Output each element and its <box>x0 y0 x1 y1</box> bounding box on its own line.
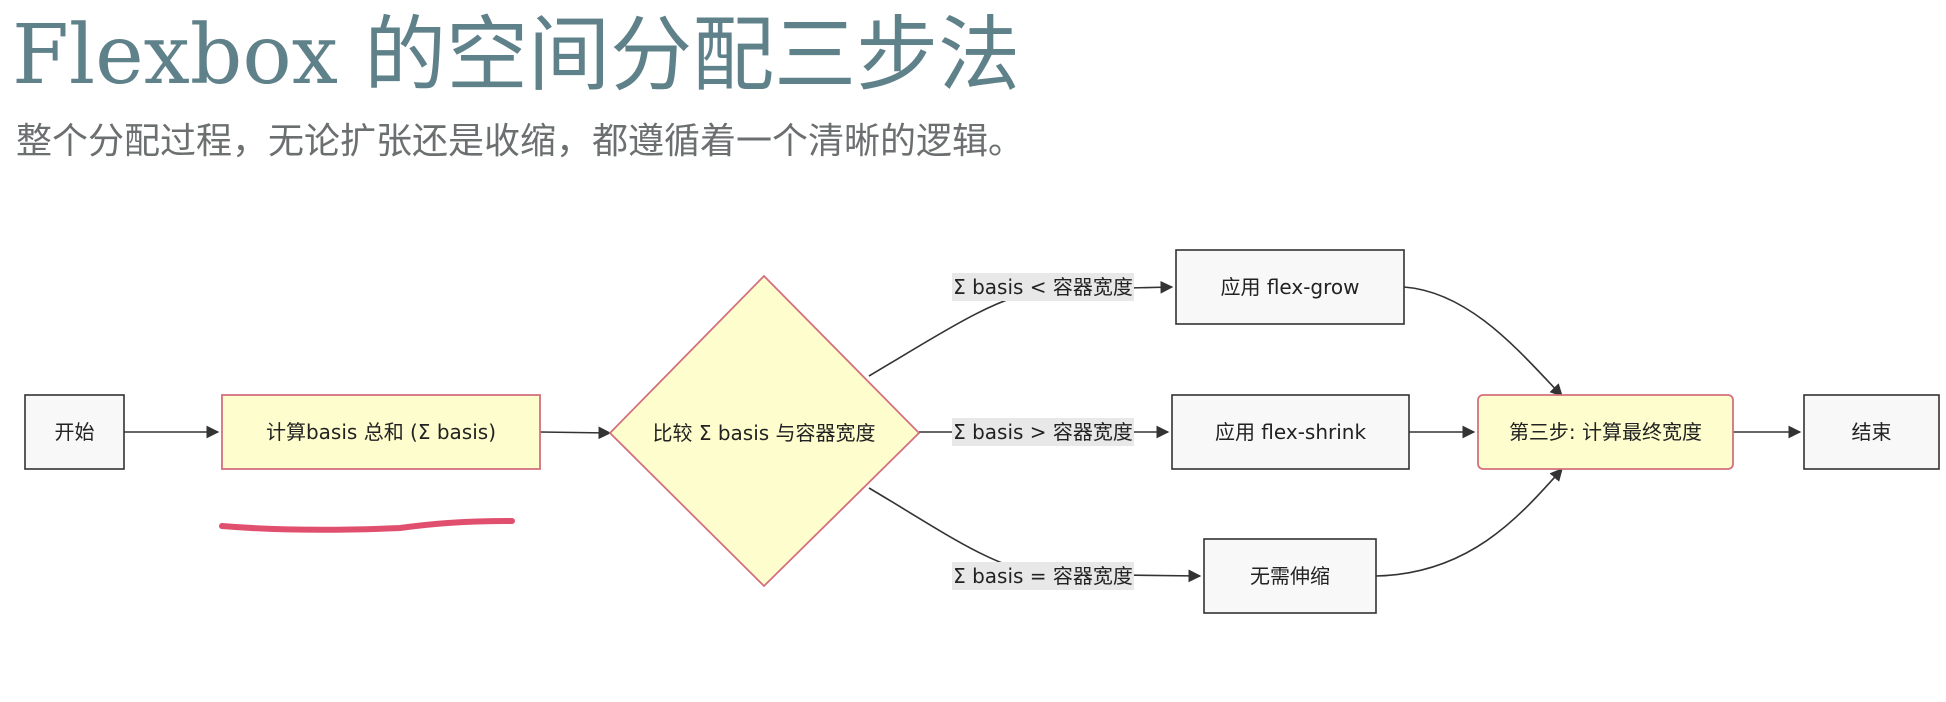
page-subtitle: 整个分配过程，无论扩张还是收缩，都遵循着一个清晰的逻辑。 <box>16 121 1025 162</box>
node-apply-shrink-label: 应用 flex-shrink <box>1215 420 1367 444</box>
edge-grow-to-step3 <box>1403 286 1563 397</box>
annotation-underline <box>219 518 515 533</box>
edge-label-greater-than: Σ basis > 容器宽度 <box>952 418 1134 446</box>
node-end: 结束 <box>1803 394 1940 470</box>
node-no-change-label: 无需伸缩 <box>1250 564 1330 588</box>
node-apply-shrink: 应用 flex-shrink <box>1171 394 1410 470</box>
node-step-three: 第三步: 计算最终宽度 <box>1477 394 1734 470</box>
edge-label-less-than-text: Σ basis < 容器宽度 <box>953 275 1133 299</box>
edge-nochange-to-step3 <box>1375 468 1563 577</box>
page-title: Flexbox 的空间分配三步法 <box>12 8 1021 103</box>
node-compare: 比较 Σ basis 与容器宽度 <box>608 274 921 588</box>
node-compute-basis: 计算basis 总和 (Σ basis) <box>221 394 541 470</box>
node-start-label: 开始 <box>55 420 95 444</box>
edge-compute-to-compare <box>539 426 612 440</box>
edge-label-less-than: Σ basis < 容器宽度 <box>952 273 1134 301</box>
edge-label-greater-than-text: Σ basis > 容器宽度 <box>953 420 1133 444</box>
node-compute-basis-label: 计算basis 总和 (Σ basis) <box>266 420 496 444</box>
node-apply-grow-label: 应用 flex-grow <box>1220 275 1359 299</box>
node-start: 开始 <box>24 394 125 470</box>
node-apply-grow: 应用 flex-grow <box>1175 249 1405 325</box>
node-step-three-label: 第三步: 计算最终宽度 <box>1509 420 1702 444</box>
node-no-change: 无需伸缩 <box>1203 538 1377 614</box>
node-end-label: 结束 <box>1852 420 1892 444</box>
node-compare-label: 比较 Σ basis 与容器宽度 <box>652 421 875 445</box>
edge-label-equal: Σ basis = 容器宽度 <box>952 562 1134 590</box>
edge-label-equal-text: Σ basis = 容器宽度 <box>953 564 1133 588</box>
